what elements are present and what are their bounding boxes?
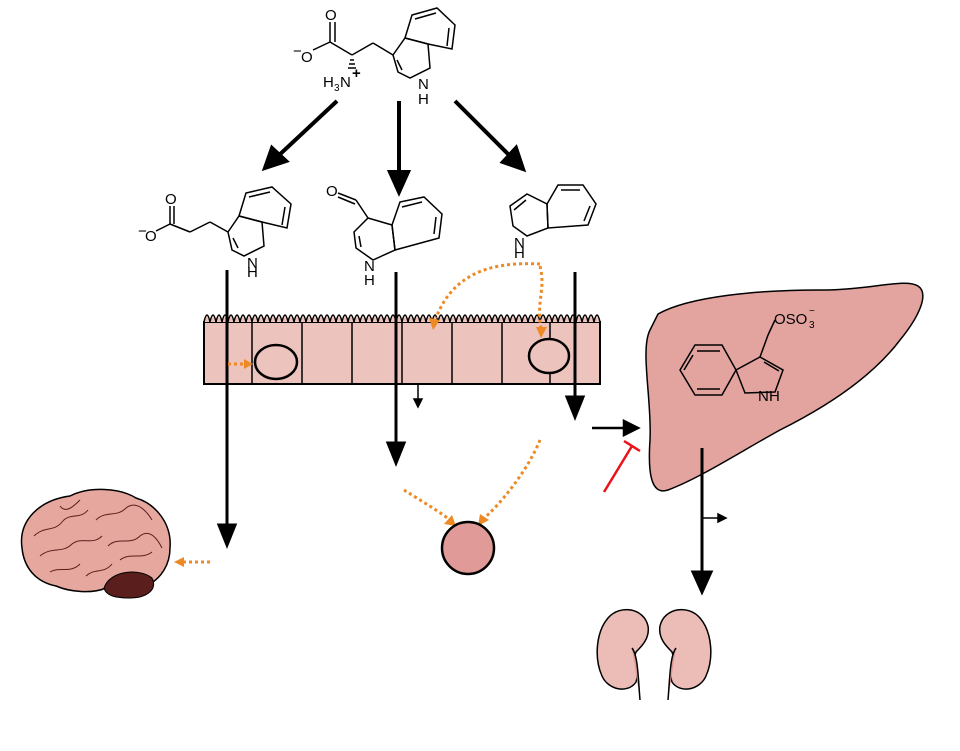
tryptophan-o: O bbox=[301, 49, 313, 66]
tryptophan-arrows bbox=[261, 99, 527, 197]
indoxyl-sulfate-structure bbox=[679, 319, 784, 396]
brain-icon bbox=[20, 488, 171, 599]
orange-arrowheads bbox=[174, 318, 547, 567]
indole-aldehyde-structure bbox=[337, 192, 443, 261]
indole-propionate-ring-h: H bbox=[247, 264, 258, 281]
indole-aldehyde-o: O bbox=[326, 183, 338, 200]
tryptophan-charge: − bbox=[293, 43, 302, 60]
kidneys-icon bbox=[596, 608, 712, 701]
indole-aldehyde-ring-h: H bbox=[364, 272, 375, 289]
tryptophan-o-top: O bbox=[325, 7, 337, 24]
indole-structure bbox=[509, 184, 597, 237]
indole-propionate-o-top: O bbox=[165, 191, 177, 208]
tryptophan-amine-h: H bbox=[323, 74, 334, 91]
indoxyl-sulfate-ring-h: H bbox=[769, 388, 780, 405]
tryptophan-labels: − O O H 3 N + N H bbox=[293, 7, 429, 108]
liver-icon bbox=[645, 282, 924, 492]
liver-inflow-arrow bbox=[592, 418, 641, 438]
intestinal-epithelium bbox=[203, 314, 601, 385]
cell-nucleus bbox=[527, 337, 571, 375]
tryptophan-amine-charge: + bbox=[352, 65, 361, 82]
indole-ring-h: H bbox=[514, 245, 525, 262]
blood-circle bbox=[440, 520, 496, 576]
liver-output-arrows bbox=[690, 448, 714, 596]
inhibition-mark bbox=[602, 439, 641, 493]
tryptophan-amine-sub: 3 bbox=[334, 83, 340, 94]
liver-side-arrow bbox=[702, 512, 728, 524]
tryptophan-ring-n: N bbox=[418, 76, 429, 93]
indoxyl-sulfate-group-sup: − bbox=[809, 306, 815, 317]
indole-aldehyde-labels: O N H bbox=[326, 183, 375, 289]
indole-aldehyde-ring-n: N bbox=[364, 258, 375, 275]
indole-labels: N H bbox=[514, 235, 525, 262]
absorption-arrows bbox=[216, 270, 586, 550]
tryptophan-ring-h: H bbox=[418, 91, 429, 108]
tryptophan-amine-n: N bbox=[340, 74, 351, 91]
indole-propionate-ring-n: N bbox=[247, 255, 258, 272]
small-down-arrow bbox=[412, 384, 424, 409]
indoxyl-sulfate-group-sub: 3 bbox=[809, 320, 815, 331]
indole-ring-n: N bbox=[514, 235, 525, 252]
cell-nucleus bbox=[253, 343, 299, 381]
indole-propionate-structure bbox=[155, 186, 292, 257]
indoxyl-sulfate-group: OSO bbox=[774, 311, 807, 328]
indole-propionate-labels: − O O N H bbox=[138, 191, 258, 281]
indole-propionate-o: O bbox=[145, 228, 157, 245]
tryptophan-structure bbox=[312, 7, 456, 79]
indole-propionate-charge: − bbox=[138, 223, 147, 240]
orange-dotted-arrows bbox=[182, 262, 544, 564]
indoxyl-sulfate-ring-n: N bbox=[758, 388, 769, 405]
indoxyl-sulfate-labels: OSO 3 − N H bbox=[758, 306, 815, 405]
